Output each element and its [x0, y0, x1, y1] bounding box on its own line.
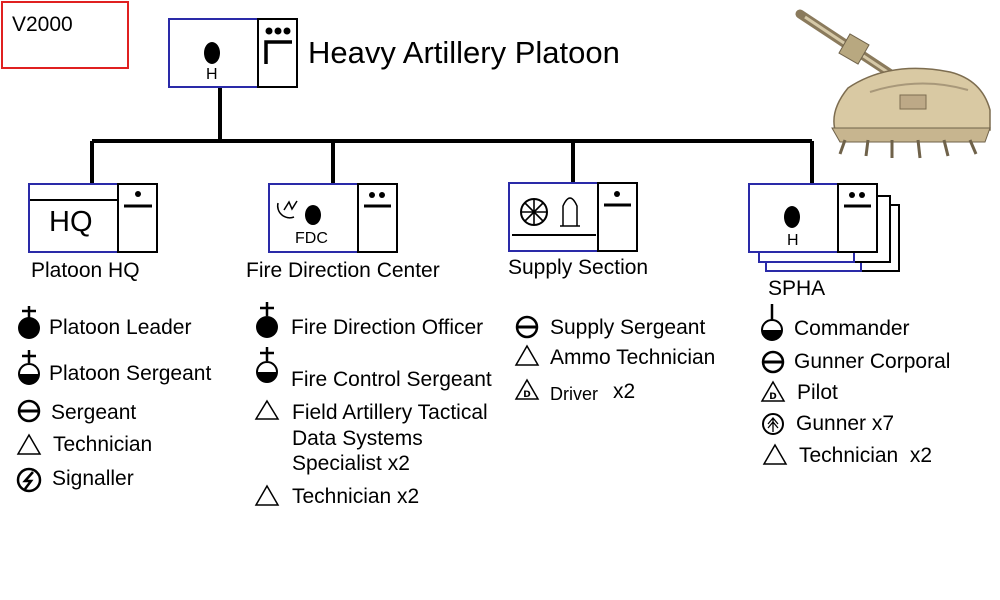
roster-item: Fire Direction Officer [291, 316, 484, 339]
echelon-dot-icon [379, 192, 385, 198]
unit-label-hq: Platoon HQ [31, 259, 140, 282]
driver-icon: D [514, 378, 540, 400]
artillery-dot-icon [784, 206, 800, 228]
nco-icon [256, 347, 278, 383]
officer-icon [256, 302, 278, 338]
roster-item: Technician x2 [799, 444, 933, 467]
echelon-dot-icon [135, 191, 141, 197]
unit-supply [508, 182, 638, 252]
officer-icon [18, 306, 40, 339]
svg-text:D: D [523, 390, 530, 400]
radar-bolt-icon [283, 200, 298, 211]
roster-item: Gunner x7 [796, 412, 895, 435]
sergeant-icon [761, 350, 785, 374]
roster-item: Field Artillery Tactical [292, 401, 488, 424]
fdc-size-box [357, 183, 398, 253]
unit-label-fdc: Fire Direction Center [246, 259, 440, 282]
roster-item: Pilot [797, 381, 838, 404]
spha-rank-icons: D [760, 304, 788, 465]
technician-icon [514, 344, 540, 366]
platoon-symbol [168, 18, 298, 88]
sergeant-icon [17, 399, 41, 423]
roster-item: Driver [550, 384, 598, 404]
roster-item: Supply Sergeant [550, 316, 706, 339]
roster-item: Sergeant [51, 401, 137, 424]
spha-size-box [837, 183, 878, 253]
commander-icon [761, 304, 783, 341]
artillery-dot-icon [204, 42, 220, 64]
echelon-bracket-icon [264, 40, 292, 64]
unit-spha [748, 183, 900, 272]
roster-item: Specialist x2 [292, 452, 410, 475]
technician-icon [762, 443, 788, 465]
page-title: Heavy Artillery Platoon [308, 35, 620, 70]
pilot-icon: D [760, 380, 786, 402]
roster-item: Ammo Technician [550, 346, 716, 369]
hq-size-box [117, 183, 158, 253]
wheel-spokes [521, 199, 547, 225]
roster-item: Platoon Sergeant [49, 362, 212, 385]
missile-icon [562, 197, 578, 226]
platoon-unit-box [168, 18, 259, 88]
radar-icon [276, 202, 295, 219]
echelon-dot-icon [283, 27, 291, 35]
supply-rank-icons: D [514, 315, 540, 400]
hq-unit-box [28, 183, 119, 253]
echelon-dot-icon [849, 192, 855, 198]
roster-item: x2 [613, 380, 636, 403]
technician-icon [254, 484, 280, 506]
fdc-rank-icons [254, 302, 280, 506]
spha-box-text: H [787, 232, 799, 249]
roster-item: Technician x2 [292, 485, 420, 508]
roster-item: Platoon Leader [49, 316, 192, 339]
nco-icon [18, 350, 40, 385]
unit-label-spha: SPHA [768, 277, 826, 300]
artillery-dot-icon [305, 205, 321, 225]
unit-fdc [268, 183, 398, 253]
echelon-dot-icon [614, 191, 620, 197]
hq-rank-icons [16, 306, 42, 493]
roster-item: Fire Control Sergeant [291, 368, 492, 391]
gunner-icon [762, 413, 784, 435]
fdc-box-text: FDC [295, 230, 328, 247]
corner-tag: V2000 [12, 13, 73, 36]
connector-lines [90, 88, 814, 184]
roster-item: Gunner Corporal [794, 350, 951, 373]
technician-icon [254, 399, 280, 420]
hq-box-text: HQ [49, 206, 93, 238]
echelon-dot-icon [274, 27, 282, 35]
roster-item: Technician [53, 433, 153, 456]
unit-hq [28, 183, 158, 253]
technician-icon [16, 433, 42, 455]
echelon-dot-icon [859, 192, 865, 198]
roster-item: Data Systems [292, 427, 423, 450]
unit-label-supply: Supply Section [508, 256, 649, 279]
signaller-icon [16, 467, 42, 493]
roster-item: Commander [794, 317, 910, 340]
roster-item: Signaller [52, 467, 134, 490]
sergeant-icon [515, 315, 539, 339]
echelon-dot-icon [369, 192, 375, 198]
platoon-symbol-letter: H [206, 66, 218, 83]
svg-text:D: D [769, 392, 776, 402]
corner-tag-box [1, 1, 129, 69]
echelon-dot-icon [265, 27, 273, 35]
vehicle-illustration [795, 9, 991, 159]
